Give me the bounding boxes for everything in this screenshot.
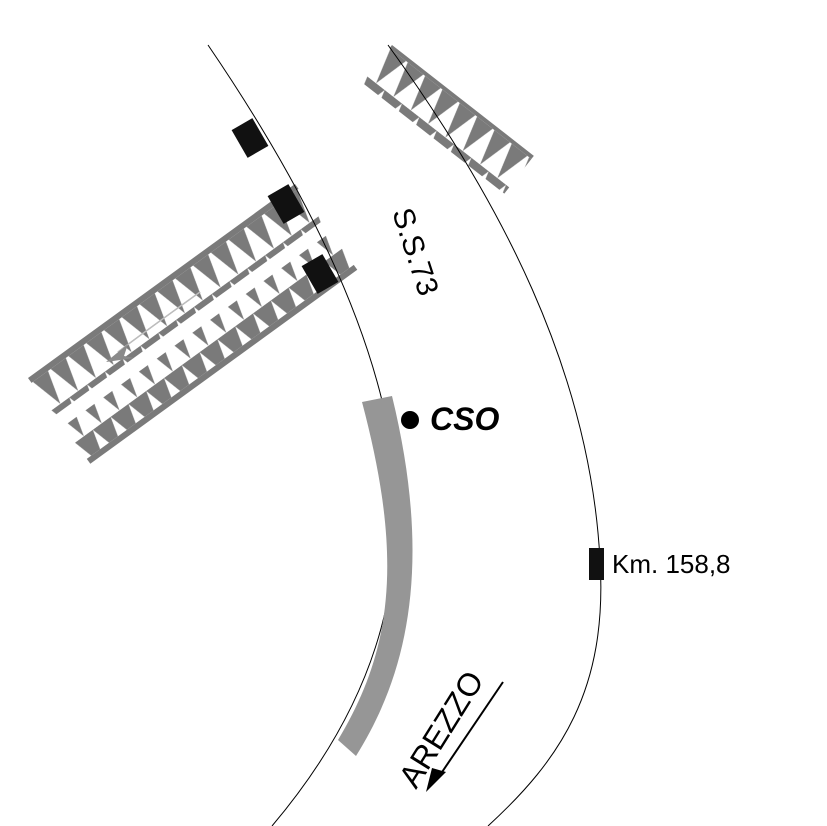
roadside-marker-1	[231, 118, 269, 158]
site-dot-icon	[401, 411, 419, 429]
roadside-marker-3	[301, 254, 339, 294]
road-name-label: S.S.73	[385, 204, 444, 300]
roadside-marker-2	[267, 184, 305, 224]
road-edge-right	[387, 44, 602, 826]
flow-arrow-icon	[106, 344, 134, 362]
km-marker-label: Km. 158,8	[612, 549, 731, 579]
direction-arrow-icon	[426, 681, 504, 792]
embankment-upper-right	[362, 45, 560, 194]
site-label: CSO	[430, 401, 499, 437]
highlight-bar	[338, 396, 413, 756]
km-post-icon	[589, 548, 604, 580]
embankment-left	[28, 184, 358, 464]
